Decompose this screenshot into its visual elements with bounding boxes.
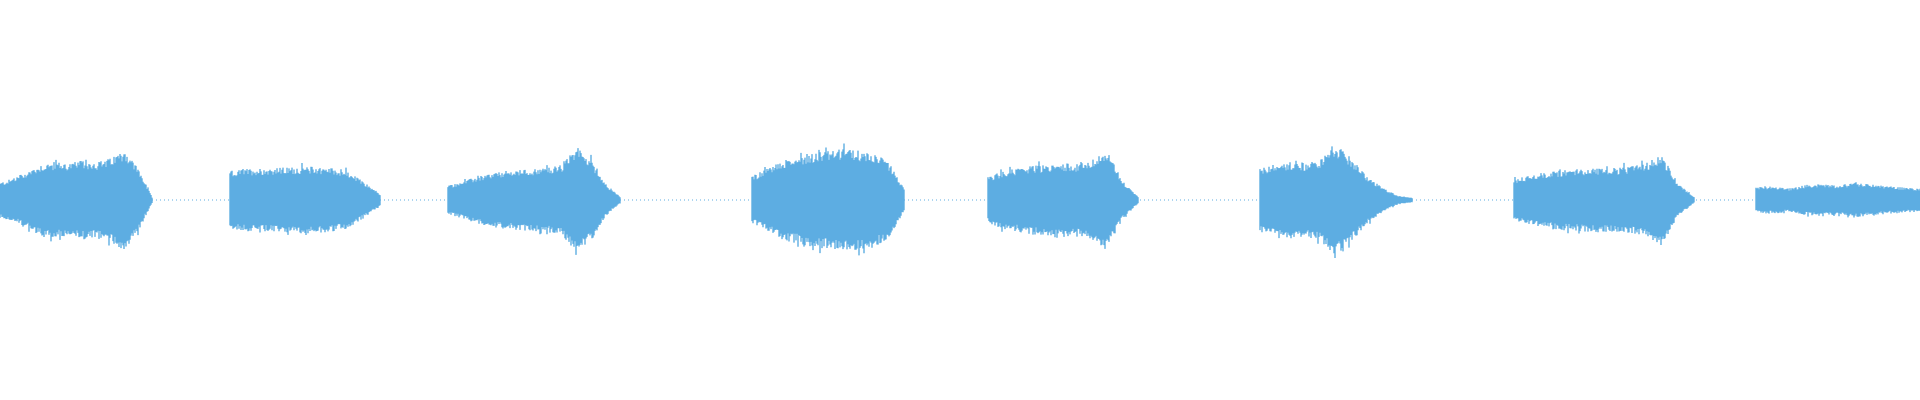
waveform-clip-7	[1513, 157, 1695, 245]
waveform-clip-1	[0, 154, 153, 249]
waveform-clip-5	[987, 155, 1139, 249]
waveform-clip-8	[1755, 182, 1920, 218]
waveform-clip-3	[447, 148, 621, 255]
waveform-clip-4	[751, 143, 905, 256]
waveform-clip-6	[1259, 146, 1413, 258]
waveform-clip-2	[229, 163, 381, 235]
